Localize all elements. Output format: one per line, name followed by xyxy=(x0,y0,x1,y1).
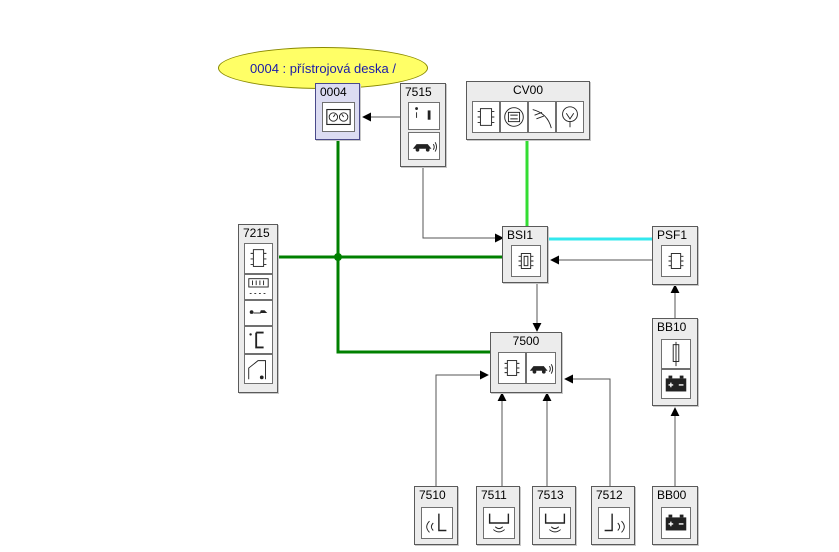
battery-icon xyxy=(661,507,691,539)
battery-icon xyxy=(661,369,691,399)
fuse-icon xyxy=(661,339,691,369)
node-7515[interactable]: 7515 xyxy=(400,83,446,167)
node-0004[interactable]: 0004 xyxy=(315,83,360,140)
node-7511[interactable]: 7511 xyxy=(476,486,520,545)
node-0004-label: 0004 xyxy=(320,85,347,99)
can-bus xyxy=(278,140,502,354)
connector-icon xyxy=(500,101,528,133)
module-icon xyxy=(498,352,526,384)
node-7512[interactable]: 7512 xyxy=(591,486,635,545)
node-7500[interactable]: 7500 xyxy=(490,332,562,393)
node-psf1[interactable]: PSF1 xyxy=(652,226,698,285)
node-cv00-label: CV00 xyxy=(512,83,544,97)
node-7513-label: 7513 xyxy=(537,488,564,502)
node-bsi1[interactable]: BSI1 xyxy=(502,226,548,283)
signal-wires xyxy=(362,112,680,486)
parking-sensor-icon xyxy=(483,507,515,539)
display-icon xyxy=(244,274,273,300)
node-7512-label: 7512 xyxy=(596,488,623,502)
parking-sensor-icon xyxy=(539,507,571,539)
module-icon xyxy=(661,245,691,277)
node-7215[interactable]: 7215 xyxy=(238,224,278,393)
node-7510-label: 7510 xyxy=(419,488,446,502)
lamp-icon xyxy=(556,101,584,133)
node-7511-label: 7511 xyxy=(481,488,507,502)
car-sensor-icon xyxy=(408,132,440,160)
parking-sensor-icon xyxy=(421,507,453,539)
node-bb00[interactable]: BB00 xyxy=(652,486,698,545)
wire-7510-7500 xyxy=(435,370,489,486)
switch-icon xyxy=(408,102,440,130)
component-tooltip[interactable]: 0004 : přístrojová deska / xyxy=(218,47,428,89)
module-icon xyxy=(472,101,500,133)
node-7515-label: 7515 xyxy=(405,85,432,99)
can-bus-0004-branch xyxy=(336,140,490,354)
module-icon xyxy=(244,243,273,274)
node-bb10-label: BB10 xyxy=(657,320,687,334)
gauge-icon xyxy=(244,300,273,326)
wire-7515-bsi1 xyxy=(422,167,504,243)
car-sensor-icon xyxy=(526,352,556,384)
wire-7512-7500 xyxy=(564,374,611,486)
parking-sensor-icon xyxy=(598,507,630,539)
headlamp-icon xyxy=(528,101,556,133)
module-icon xyxy=(511,245,541,277)
node-cv00[interactable]: CV00 xyxy=(466,81,590,140)
node-bsi1-label: BSI1 xyxy=(507,228,534,242)
node-bb00-label: BB00 xyxy=(657,488,687,502)
signal-icon xyxy=(244,354,273,384)
node-7500-label: 7500 xyxy=(512,334,540,348)
node-7510[interactable]: 7510 xyxy=(414,486,458,545)
node-bb10[interactable]: BB10 xyxy=(652,318,698,406)
node-psf1-label: PSF1 xyxy=(657,228,688,242)
tooltip-text: 0004 : přístrojová deska / xyxy=(250,60,396,76)
can-bus-junction xyxy=(334,253,342,261)
node-7513[interactable]: 7513 xyxy=(532,486,576,545)
door-icon xyxy=(244,326,273,354)
instrument-cluster-icon xyxy=(322,102,355,132)
node-7215-label: 7215 xyxy=(243,226,270,240)
